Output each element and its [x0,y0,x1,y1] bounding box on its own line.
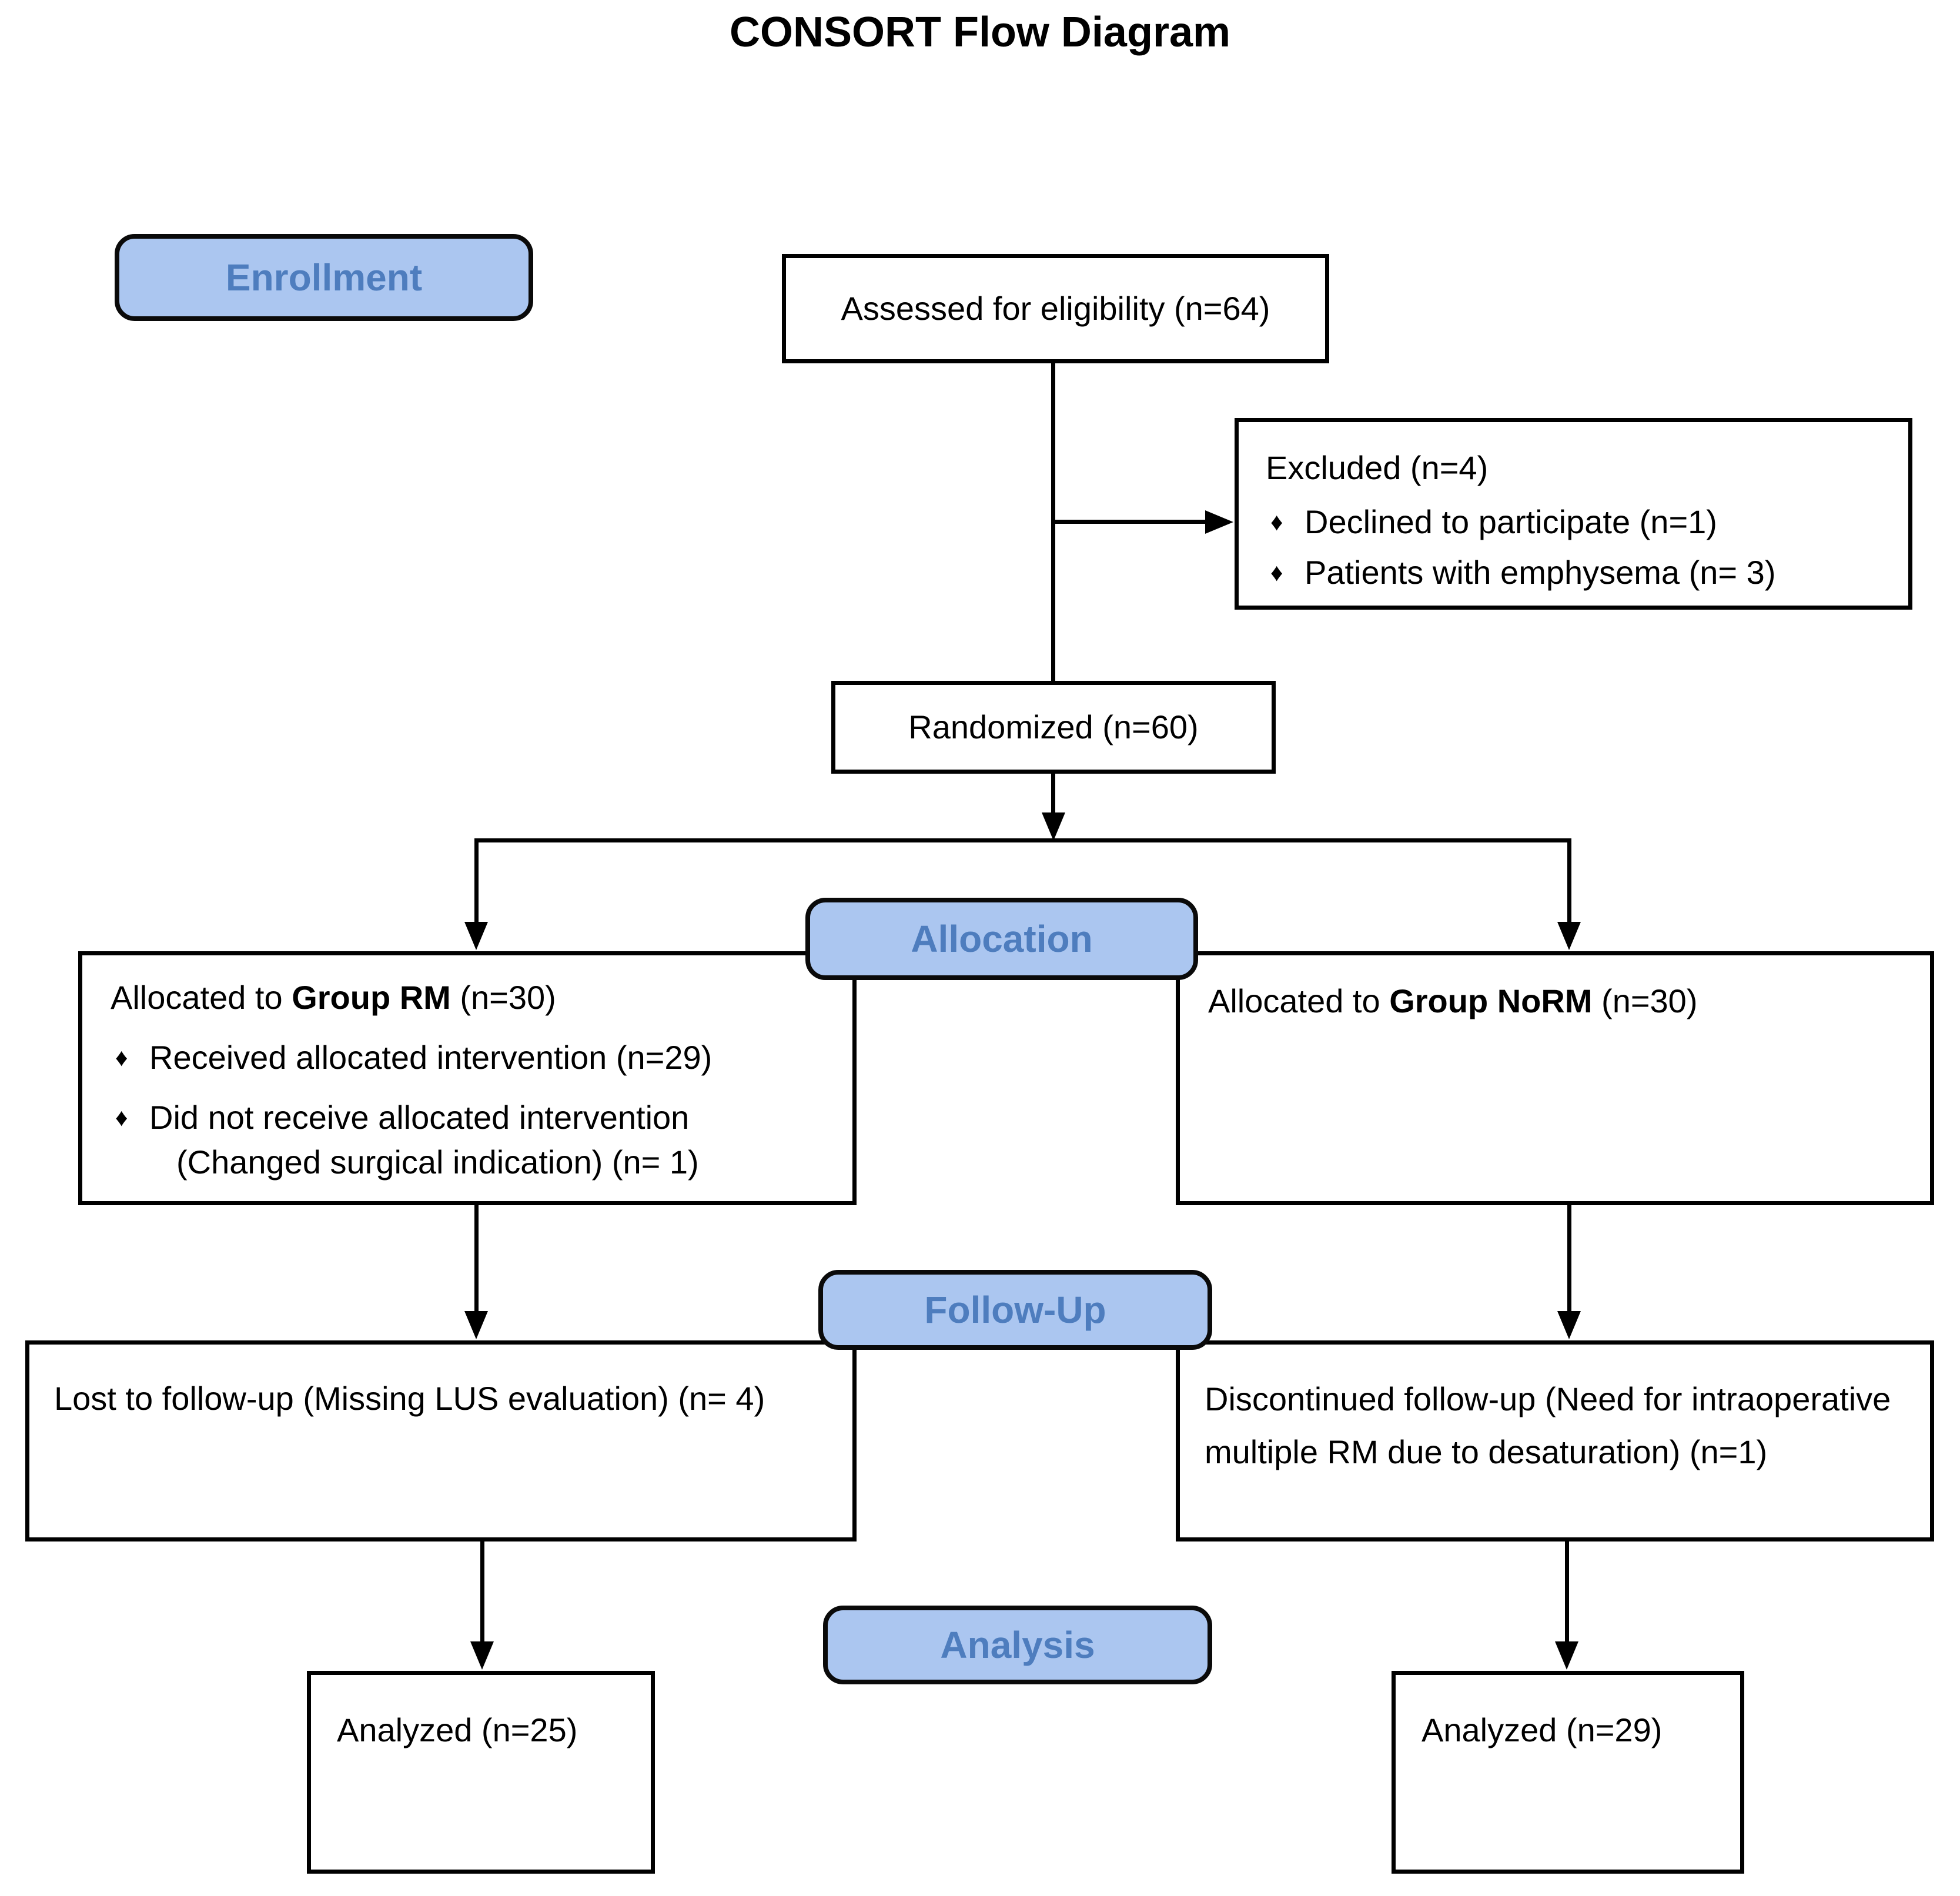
arrowhead-into-analyzed-norm [1555,1641,1578,1670]
connector-alloc-rm-to-followup [474,1205,479,1314]
followup-discontinued-box: Discontinued follow-up (Need for intraop… [1176,1340,1934,1541]
arrowhead-into-excluded [1205,510,1233,534]
analyzed-norm-text: Analyzed (n=29) [1421,1711,1663,1748]
diamond-bullet-icon: ♦ [1270,507,1283,536]
connector-split-to-alloc-norm [1567,838,1571,924]
alloc-norm-headline: Allocated to Group NoRM (n=30) [1208,979,1909,1024]
alloc-rm-prefix: Allocated to [111,979,292,1016]
stage-label-analysis: Analysis [940,1624,1095,1666]
excluded-title: Excluded (n=4) [1266,449,1489,486]
excluded-box: Excluded (n=4) ♦ Declined to participate … [1235,418,1912,610]
randomized-text: Randomized (n=60) [908,708,1199,746]
followup-discontinued-text: Discontinued follow-up (Need for intraop… [1205,1380,1891,1470]
stage-label-followup: Follow-Up [924,1289,1106,1331]
alloc-rm-bullet-text: Did not receive allocated intervention [149,1098,690,1136]
alloc-rm-bullet: ♦ Did not receive allocated intervention [111,1095,831,1140]
arrowhead-into-alloc-rm [464,922,488,950]
alloc-rm-indent-text: (Changed surgical indication) (n= 1) [176,1143,699,1181]
followup-lost-box: Lost to follow-up (Missing LUS evaluatio… [25,1340,857,1541]
alloc-rm-headline: Allocated to Group RM (n=30) [111,975,831,1020]
stage-pill-allocation: Allocation [805,898,1198,980]
excluded-bullet: ♦ Patients with emphysema (n= 3) [1266,550,1887,595]
connector-randomized-to-split [1051,773,1055,815]
diamond-bullet-icon: ♦ [115,1043,128,1071]
arrowhead-into-alloc-norm [1557,922,1581,950]
followup-lost-text: Lost to follow-up (Missing LUS evaluatio… [54,1380,765,1417]
assessed-text: Assessed for eligibility (n=64) [841,290,1270,327]
alloc-norm-suffix: (n=30) [1592,982,1698,1019]
excluded-bullet: ♦ Declined to participate (n=1) [1266,500,1887,544]
stage-label-allocation: Allocation [911,918,1093,960]
alloc-norm-prefix: Allocated to [1208,982,1390,1019]
analyzed-norm-box: Analyzed (n=29) [1392,1671,1744,1874]
analyzed-rm-box: Analyzed (n=25) [307,1671,655,1874]
alloc-rm-bullet: ♦ Received allocated intervention (n=29) [111,1035,831,1080]
alloc-rm-bullet-text: Received allocated intervention (n=29) [149,1038,713,1076]
connector-alloc-norm-to-followup [1567,1205,1571,1314]
randomized-box: Randomized (n=60) [831,681,1276,774]
stage-pill-enrollment: Enrollment [115,234,533,321]
alloc-norm-group-name: Group NoRM [1389,982,1593,1019]
diagram-title: CONSORT Flow Diagram [729,9,1231,56]
connector-branch-to-excluded [1051,520,1205,524]
allocation-group-rm-box: Allocated to Group RM (n=30) ♦ Received a… [78,951,857,1205]
excluded-bullet-text: Patients with emphysema (n= 3) [1305,553,1776,591]
diamond-bullet-icon: ♦ [1270,558,1283,586]
arrowhead-into-split [1042,812,1065,841]
alloc-rm-group-name: Group RM [292,979,451,1016]
stage-label-enrollment: Enrollment [225,256,423,299]
arrowhead-into-analyzed-rm [470,1641,494,1670]
connector-split-horizontal [474,838,1571,842]
arrowhead-into-followup-lost [464,1311,488,1339]
alloc-rm-suffix: (n=30) [450,979,556,1016]
assessed-box: Assessed for eligibility (n=64) [782,254,1329,363]
connector-followup-to-analyzed-norm [1565,1541,1569,1643]
analyzed-rm-text: Analyzed (n=25) [337,1711,578,1748]
diamond-bullet-icon: ♦ [115,1103,128,1131]
stage-pill-followup: Follow-Up [818,1270,1212,1350]
excluded-bullet-text: Declined to participate (n=1) [1305,503,1717,540]
connector-followup-to-analyzed-rm [480,1541,484,1643]
stage-pill-analysis: Analysis [823,1606,1212,1684]
connector-split-to-alloc-rm [474,838,479,924]
arrowhead-into-followup-discontinued [1557,1311,1581,1339]
allocation-group-norm-box: Allocated to Group NoRM (n=30) [1176,951,1934,1205]
